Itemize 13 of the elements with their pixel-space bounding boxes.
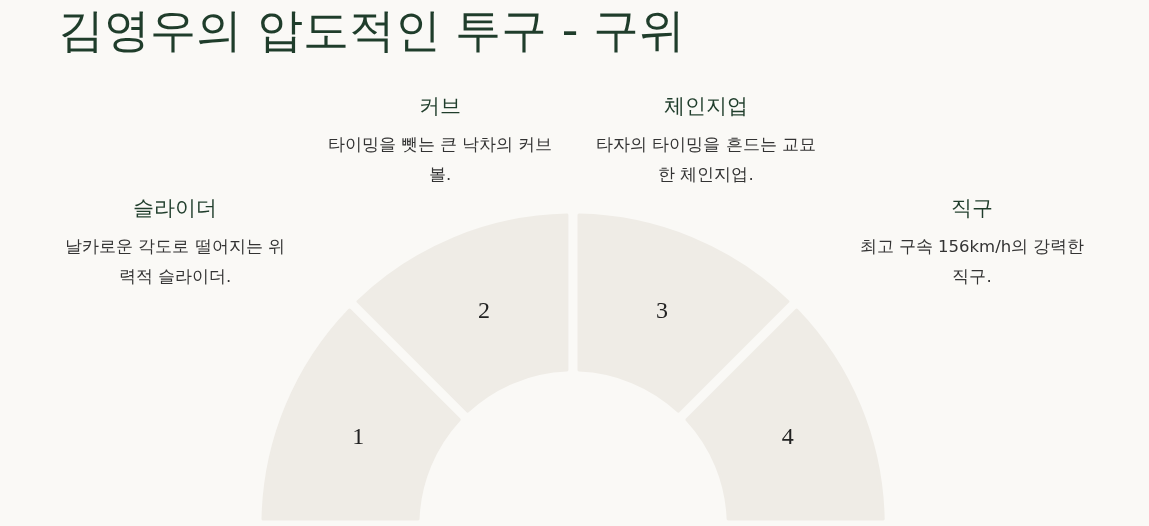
title: 김영우의 압도적인 투구 - 구위 — [58, 2, 686, 59]
segment-number: 3 — [655, 296, 668, 324]
pitch-description: 타이밍을 뺏는 큰 낙차의 커브볼. — [326, 134, 554, 186]
pitch-name: 체인지업 — [664, 93, 748, 120]
pitch-description: 날카로운 각도로 떨어지는 위력적 슬라이더. — [64, 236, 286, 288]
pitch-description: 최고 구속 156km/h의 강력한 직구. — [858, 236, 1086, 288]
pitch-name: 슬라이더 — [133, 195, 217, 222]
segment-number: 4 — [781, 422, 794, 450]
segment-number: 1 — [352, 422, 365, 450]
segment-number: 2 — [478, 296, 490, 324]
pitch-description: 타자의 타이밍을 흔드는 교묘한 체인지업. — [595, 134, 817, 186]
pitch-name: 커브 — [419, 93, 461, 120]
pitch-name: 직구 — [951, 195, 993, 222]
